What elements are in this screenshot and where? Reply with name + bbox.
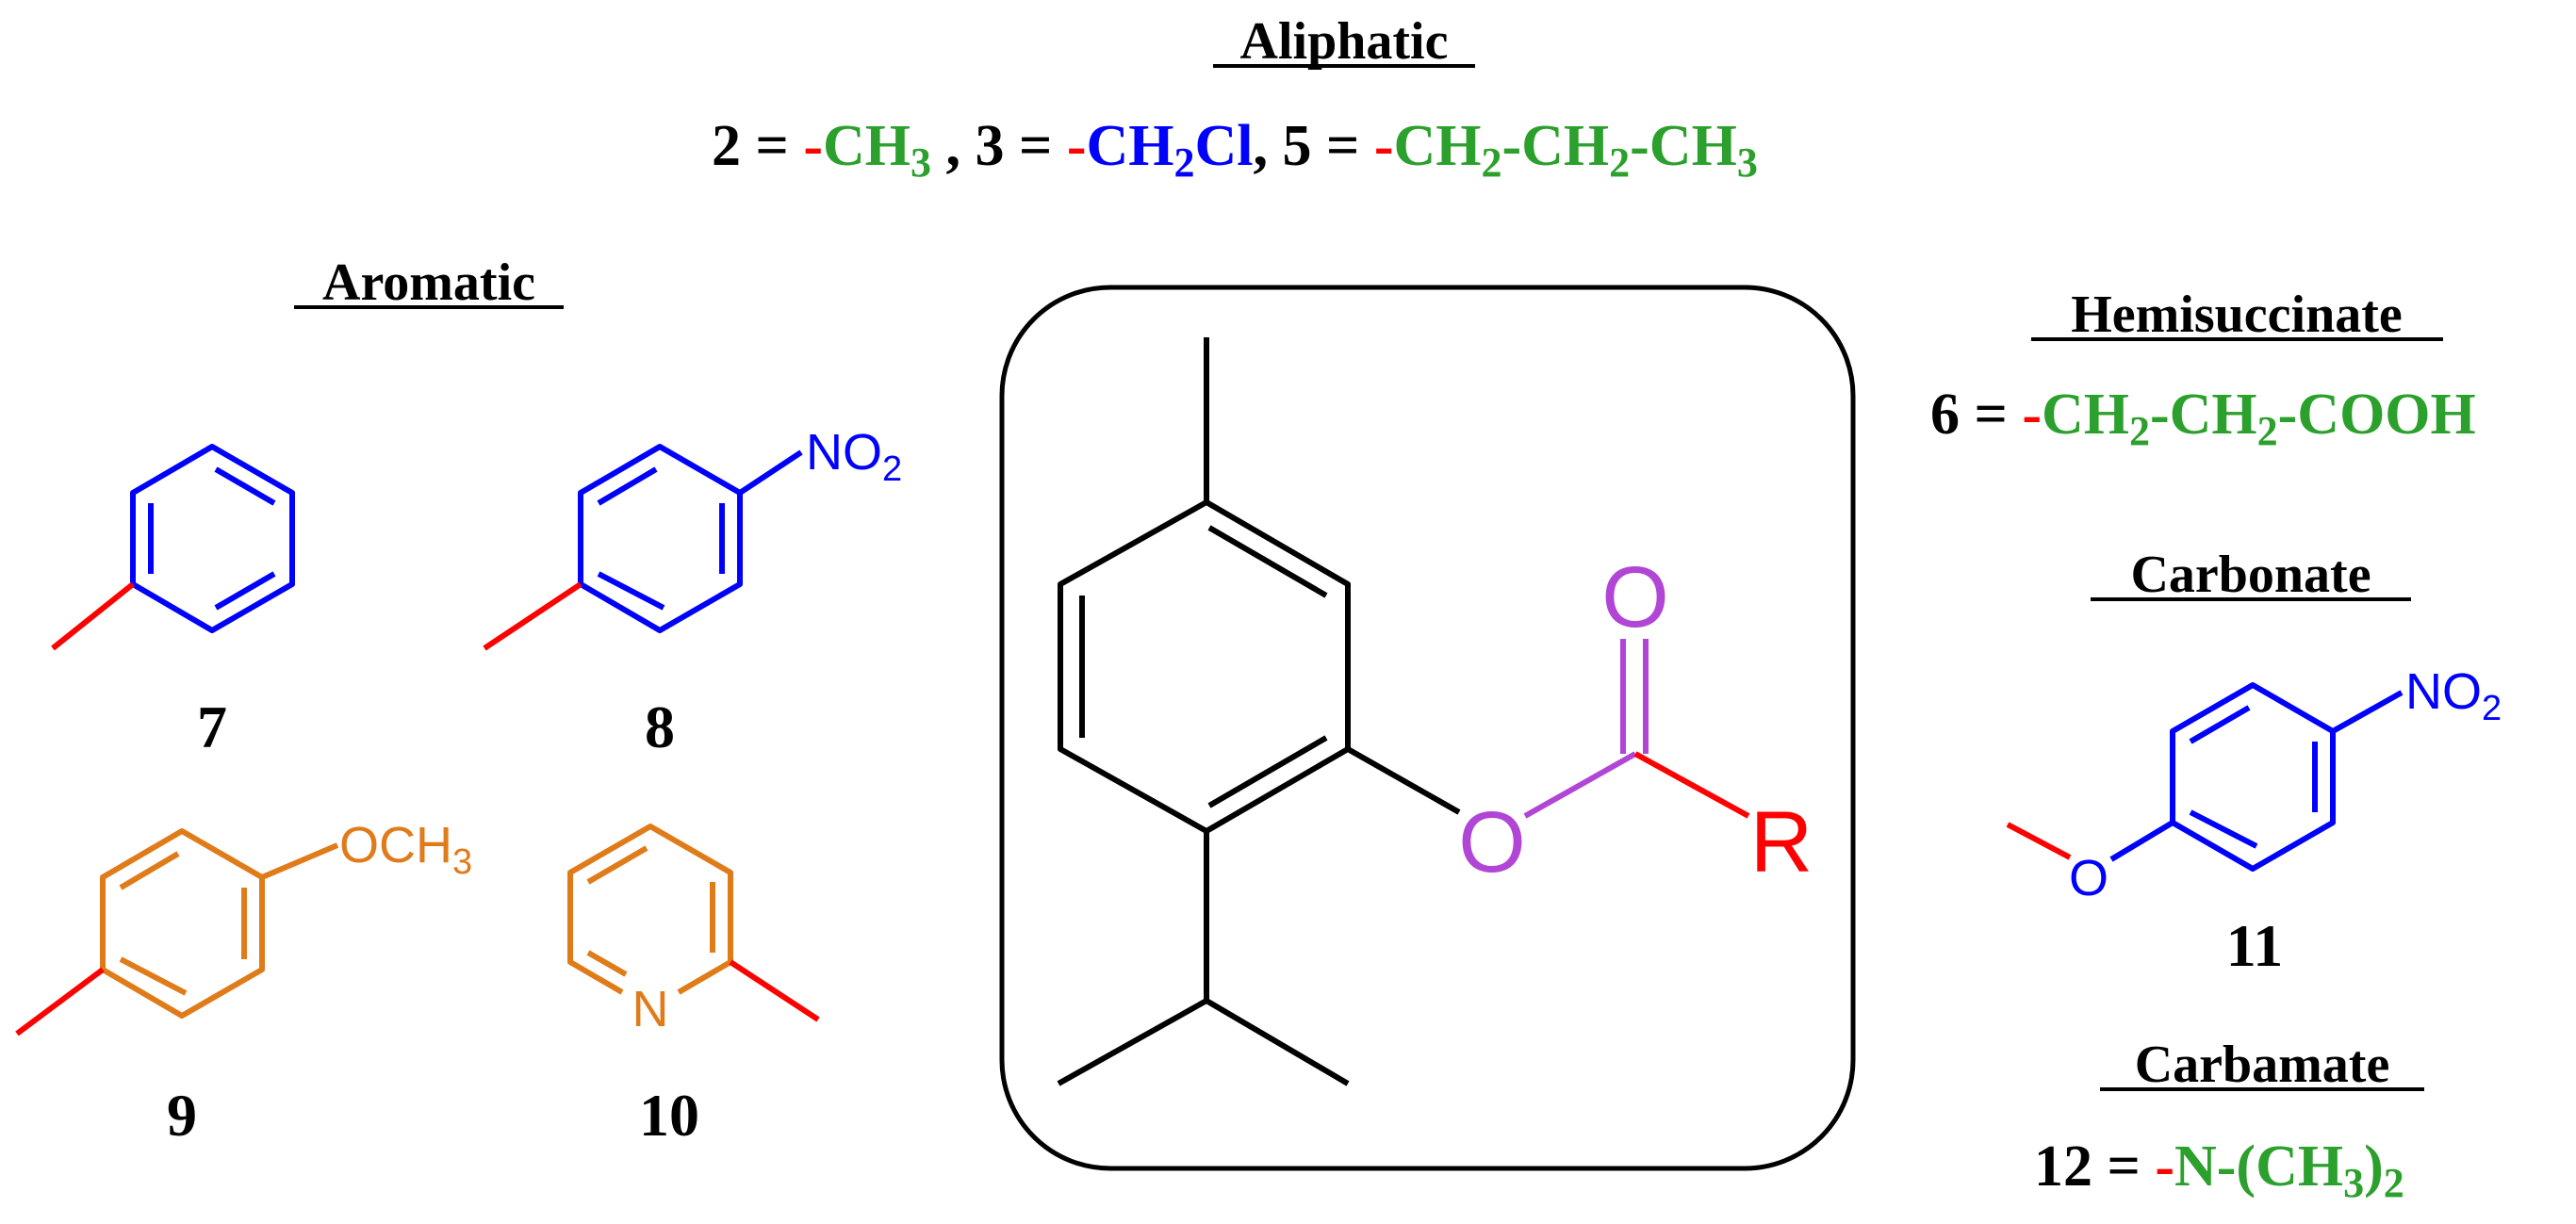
compound-7-label: 7 — [197, 694, 227, 760]
aromatic-heading: Aromatic — [322, 253, 535, 312]
carbonate-section: Carbonate NO2 O 11 — [2006, 546, 2502, 979]
aliphatic-formula-line: 2 = -CH3 , 3 = -CH2Cl, 5 = -CH2-CH2-CH3 — [712, 114, 1758, 186]
compound-11-double-bond — [2189, 809, 2258, 849]
aliphatic-section: Aliphatic 2 = -CH3 , 3 = -CH2Cl, 5 = -CH… — [712, 12, 1758, 186]
carbamate-formula: 12 = -N-(CH3)2 — [2034, 1134, 2404, 1206]
core-double-bond — [1207, 735, 1328, 808]
compound-10-ring — [567, 824, 733, 995]
compound-9-double-bond — [119, 851, 180, 890]
compound-2-number: 2 — [712, 114, 741, 178]
compound-11-nitro-group: NO2 — [2405, 663, 2502, 728]
compound-7-structure: 7 — [51, 444, 295, 760]
compound-9-label: 9 — [167, 1082, 197, 1149]
compound-7-attachment-bond — [51, 581, 135, 651]
carbamate-heading: Carbamate — [2135, 1036, 2390, 1094]
compound-11-nitro-bond — [2331, 690, 2404, 734]
compound-8-double-bond — [597, 571, 665, 611]
core-r-group: R — [1750, 794, 1813, 890]
hemisuccinate-section: Hemisuccinate 6 = -CH2-CH2-COOH — [1930, 286, 2476, 454]
core-double-bond — [1207, 525, 1328, 598]
compound-8-structure: NO2 8 — [483, 424, 902, 760]
aliphatic-heading: Aliphatic — [1240, 12, 1449, 71]
compound-2-group: CH — [823, 114, 911, 178]
core-carbonyl-oxygen: O — [1601, 549, 1669, 645]
compound-10-double-bond — [586, 845, 648, 885]
compound-11-structure: NO2 O 11 — [2006, 663, 2502, 979]
compound-5-group: CH — [1394, 114, 1482, 178]
compound-8-ring — [578, 444, 743, 633]
core-ester-oxygen: O — [1458, 794, 1526, 890]
compound-9-methoxy-group: OCH3 — [339, 817, 472, 882]
compound-8-nitro-bond — [738, 449, 803, 496]
compound-11-double-bond — [2189, 705, 2251, 744]
core-isopropyl-branch — [1057, 998, 1208, 1086]
compound-3-group: CH — [1087, 114, 1174, 178]
compound-10-double-bond — [586, 950, 628, 977]
core-benzene-ring — [1058, 499, 1351, 834]
compound-7-double-bond — [214, 466, 276, 506]
compound-11-aryl-o-bond — [2109, 820, 2174, 862]
carbonate-heading: Carbonate — [2130, 546, 2371, 604]
core-ester-carbon-bond — [1523, 751, 1637, 819]
compound-11-label: 11 — [2226, 912, 2283, 979]
compound-8-double-bond — [597, 466, 658, 506]
compound-6-number: 6 — [1930, 383, 1960, 447]
compound-9-attachment-bond — [15, 967, 105, 1036]
compound-11-attachment-bond — [2006, 822, 2072, 860]
core-r-bond — [1633, 751, 1750, 819]
compound-9-double-bond — [119, 956, 188, 996]
compound-3-number: 3 — [976, 114, 1005, 178]
compound-9-methoxy-bond — [260, 842, 339, 880]
compound-9-ring — [100, 828, 265, 1019]
core-ester-o-bond — [1346, 746, 1461, 815]
compound-12-number: 12 — [2034, 1134, 2092, 1199]
aromatic-section: Aromatic 7 NO2 8 — [15, 253, 902, 1149]
carbamate-section: Carbamate 12 = -N-(CH3)2 — [2034, 1036, 2424, 1206]
compound-10-attachment-bond — [729, 959, 820, 1022]
compound-9-structure: OCH3 9 — [15, 817, 472, 1149]
core-isopropyl-branch — [1205, 998, 1350, 1086]
core-frame — [999, 285, 1856, 1171]
compound-7-ring — [130, 444, 295, 633]
compound-7-double-bond — [214, 571, 276, 611]
compound-10-nitrogen-atom: N — [632, 981, 669, 1037]
hemisuccinate-heading: Hemisuccinate — [2071, 286, 2402, 344]
compound-10-label: 10 — [639, 1082, 699, 1149]
compound-8-attachment-bond — [483, 581, 582, 651]
compound-11-oxygen-atom: O — [2069, 850, 2108, 906]
compound-8-nitro-group: NO2 — [806, 424, 902, 489]
compound-5-number: 5 — [1283, 114, 1312, 178]
hemisuccinate-formula: 6 = -CH2-CH2-COOH — [1930, 383, 2476, 454]
compound-8-label: 8 — [645, 694, 675, 760]
compound-10-structure: N 10 — [567, 824, 820, 1149]
core-structure: O O R — [999, 285, 1856, 1171]
